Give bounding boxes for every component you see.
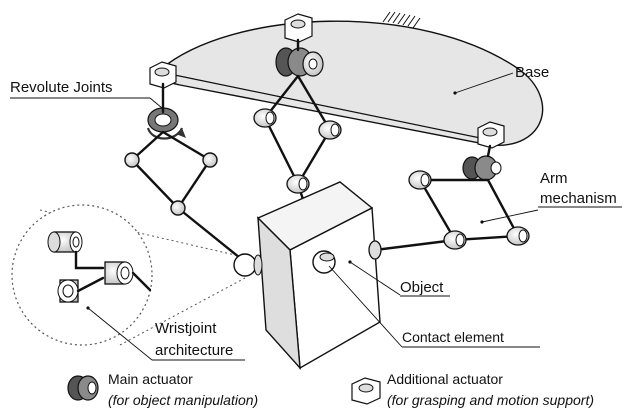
label-object: Object <box>400 279 444 296</box>
revolute-joint-icon <box>286 174 310 194</box>
additional-actuator-icon <box>351 377 381 405</box>
contact-elements <box>233 240 382 277</box>
leader-lines <box>10 72 540 361</box>
legend-main-actuator-note: (for object manipulation) <box>108 392 258 408</box>
revolute-joint-icon <box>443 230 467 250</box>
additional-actuator-right <box>477 121 505 149</box>
legend-additional-actuator-note: (for grasping and motion support) <box>387 392 594 408</box>
revolute-joint-icon <box>124 152 140 168</box>
wrist-joint-lower <box>57 279 79 303</box>
wristjoint-detail <box>11 204 246 346</box>
main-actuator-left <box>146 107 186 140</box>
main-actuator-right <box>462 155 502 181</box>
base-plate <box>158 11 544 146</box>
contact-element-icon <box>368 240 382 260</box>
object-cube <box>256 181 381 371</box>
label-revolute-joints: Revolute Joints <box>10 79 113 96</box>
legend-main-actuator-title: Main actuator <box>108 371 193 387</box>
label-arm-line1: Arm <box>540 170 568 187</box>
additional-actuator-left <box>149 61 177 89</box>
base-hatch <box>382 11 421 29</box>
revolute-joint-icon <box>202 152 218 168</box>
contact-element-icon <box>233 253 263 277</box>
label-arm-line2: mechanism <box>540 190 617 207</box>
revolute-joint-icon <box>506 226 530 246</box>
wrist-joint-upper <box>47 231 83 253</box>
revolute-joint-icon <box>253 108 277 128</box>
legend: Main actuator (for object manipulation) … <box>67 371 594 408</box>
revolute-joints <box>124 108 530 250</box>
revolute-joint-icon <box>318 120 342 140</box>
label-wristjoint-line1: Wristjoint <box>155 320 217 337</box>
revolute-joint-icon <box>170 200 186 216</box>
legend-additional-actuator-title: Additional actuator <box>387 371 503 387</box>
main-actuator-icon <box>67 375 99 401</box>
revolute-joint-icon <box>408 170 432 190</box>
main-actuator-middle <box>275 47 324 77</box>
label-wristjoint-line2: architecture <box>155 342 233 359</box>
wrist-joint-right <box>104 261 134 285</box>
label-base: Base <box>515 64 549 81</box>
additional-actuator-middle <box>284 13 313 43</box>
contact-element-icon <box>312 250 336 274</box>
label-contact-element: Contact element <box>402 329 504 345</box>
